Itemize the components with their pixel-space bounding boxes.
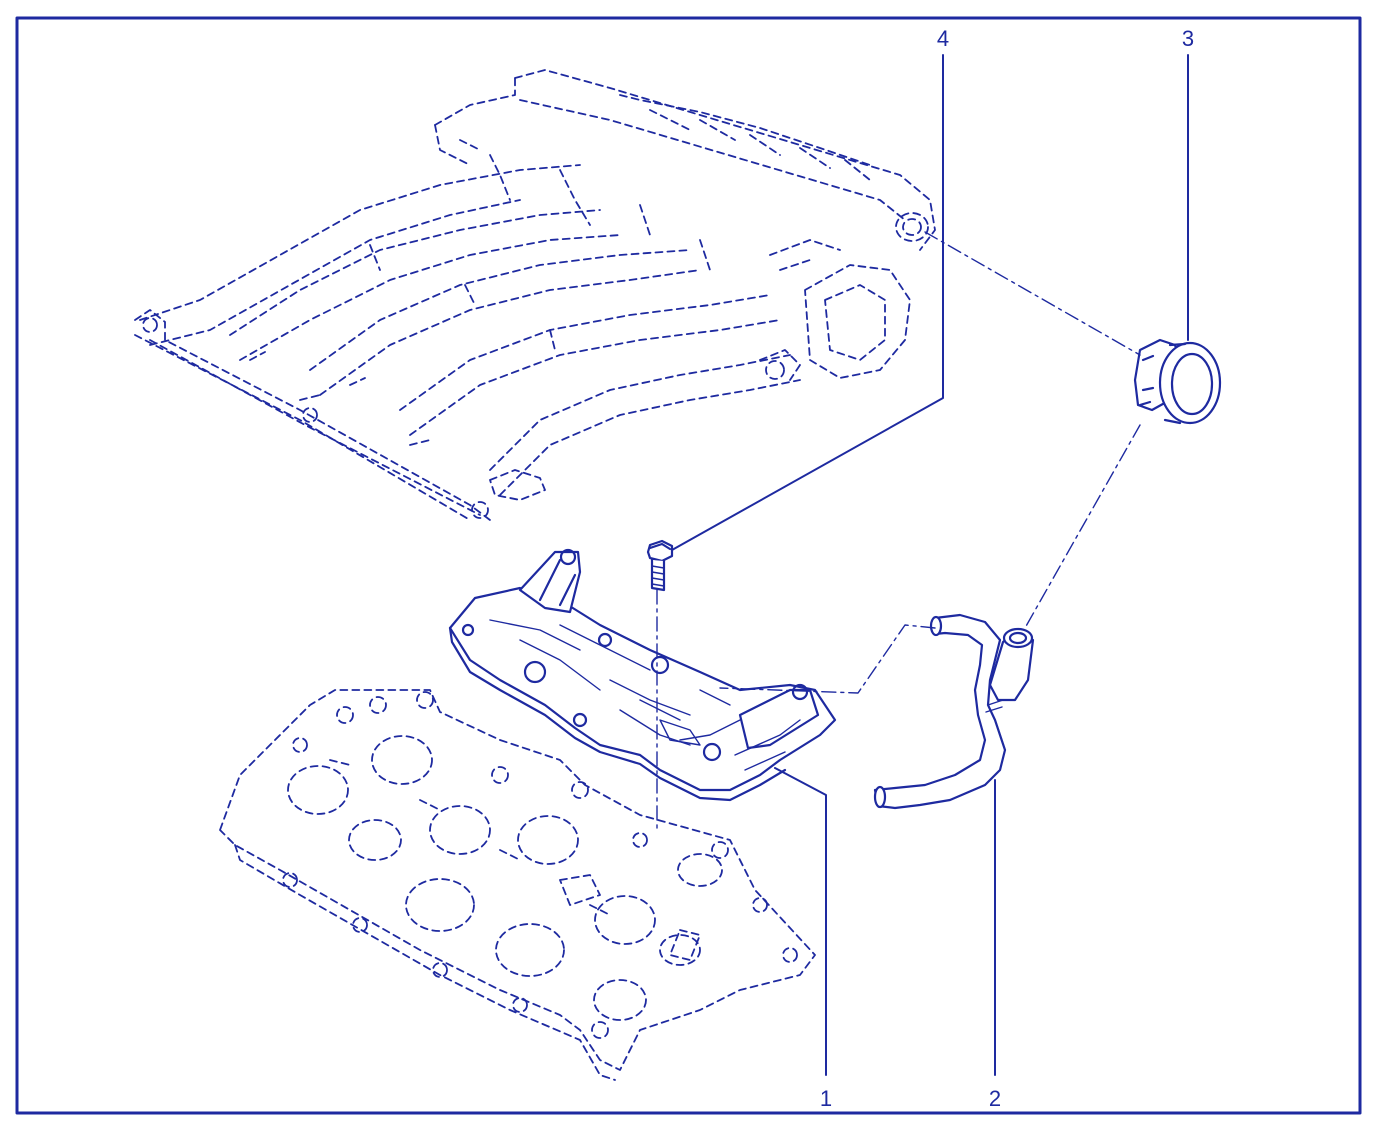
part-3-breather-valve xyxy=(1133,338,1222,425)
callout-3: 3 xyxy=(1182,26,1194,51)
leader-4 xyxy=(671,54,944,551)
part-4-bolt xyxy=(646,539,674,592)
callout-2: 2 xyxy=(989,1086,1001,1111)
callout-1: 1 xyxy=(820,1086,832,1111)
leader-lines xyxy=(671,54,1189,1076)
callout-4: 4 xyxy=(937,26,949,51)
part-1-oil-separator-cover xyxy=(448,548,837,802)
intake-manifold-ghost xyxy=(134,69,936,521)
assembly-lines xyxy=(656,231,1141,831)
part-2-breather-hose xyxy=(873,613,1035,810)
diagram-border xyxy=(15,16,1362,1115)
cylinder-head-ghost xyxy=(219,689,816,1081)
leader-1 xyxy=(774,767,827,1076)
